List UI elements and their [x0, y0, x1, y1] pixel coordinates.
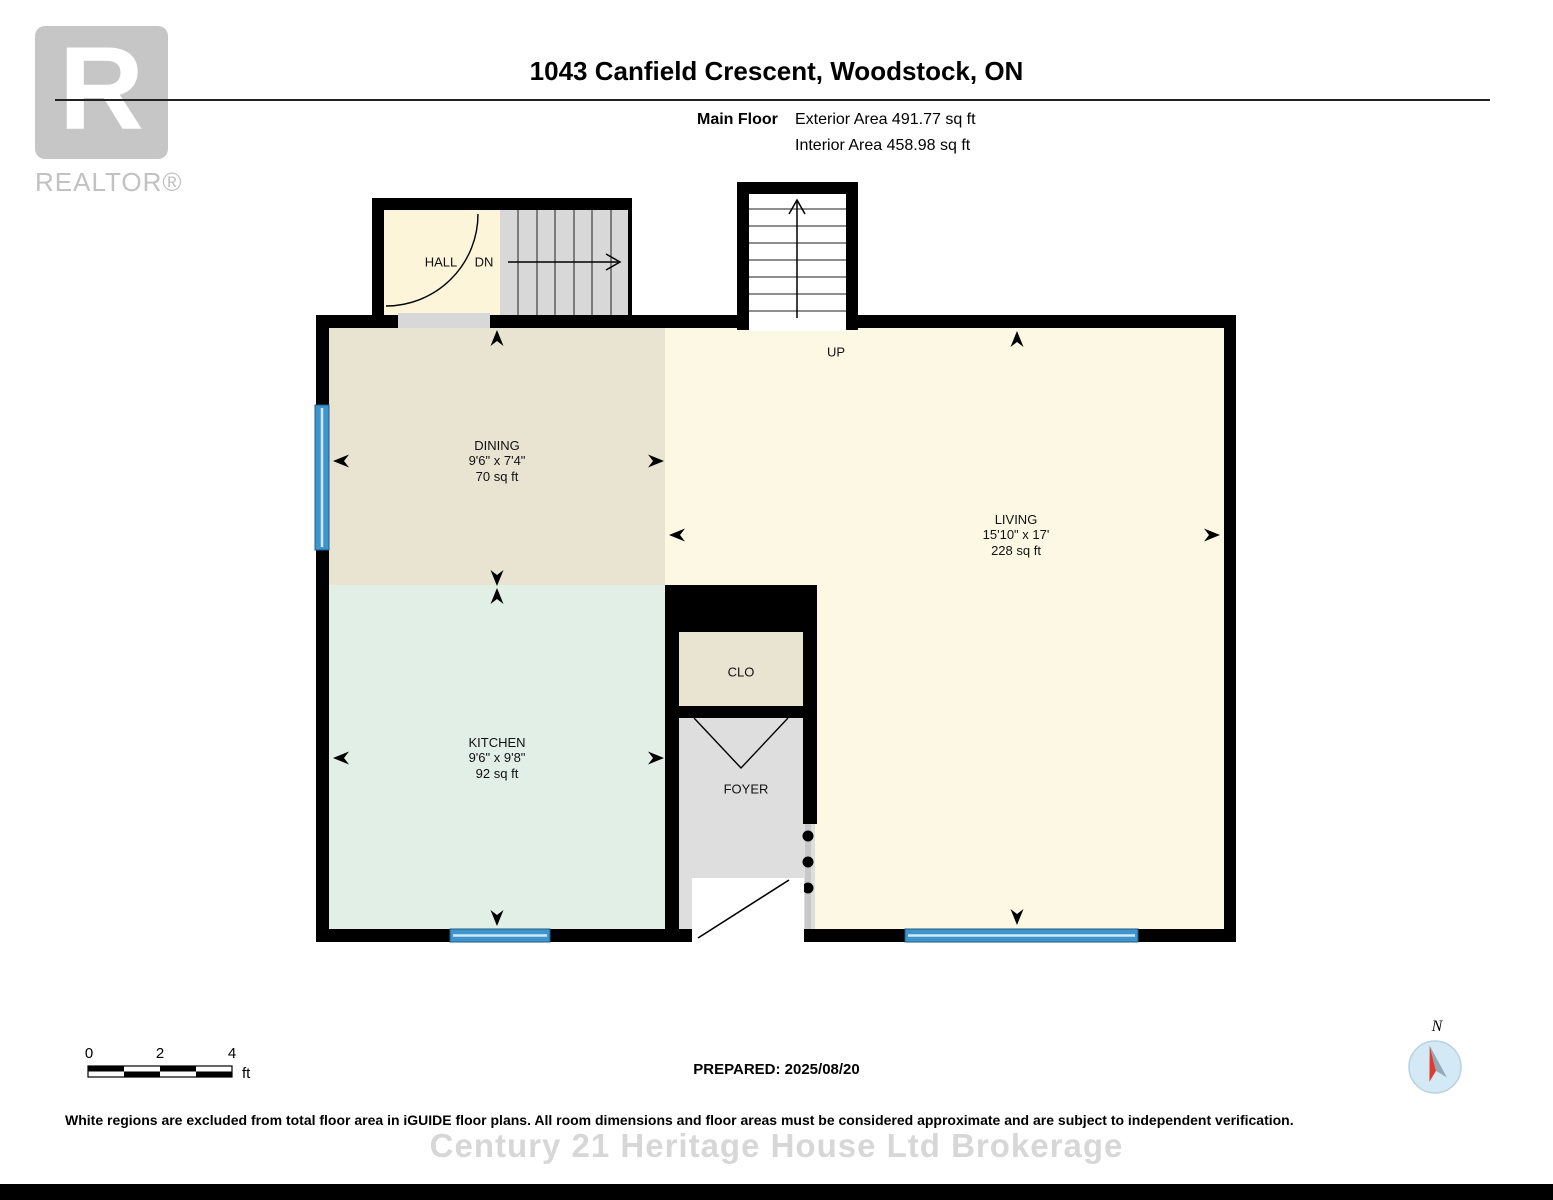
prepared-date: PREPARED: 2025/08/20 — [693, 1061, 860, 1078]
stairs-dn-arrow — [508, 253, 622, 271]
interior-area-text: Interior Area 458.98 sq ft — [795, 137, 971, 154]
dining-dims: 9'6" x 7'4" — [468, 453, 526, 469]
living-name: LIVING — [994, 512, 1038, 528]
arrow-kitchen-left — [333, 751, 349, 765]
dining-label: DINING 9'6" x 7'4" 70 sq ft — [469, 438, 526, 484]
kitchen-fill — [329, 585, 665, 929]
window-kitchen — [449, 928, 551, 943]
window-left — [314, 404, 330, 551]
living-dims: 15'10" x 17' — [982, 527, 1050, 543]
foyer-hinge-dots — [802, 830, 814, 894]
stairs-up-arrow — [788, 198, 806, 318]
kitchen-label: KITCHEN 9'6" x 9'8" 92 sq ft — [468, 735, 525, 781]
bottom-bar — [0, 1184, 1553, 1200]
floor-name-label: Main Floor — [697, 111, 778, 128]
closet-foyer-block — [665, 585, 817, 929]
window-living — [904, 928, 1139, 943]
dining-room-fill — [329, 328, 665, 585]
closet-label: CLO — [727, 664, 755, 680]
arrow-living-up — [1010, 331, 1024, 347]
dining-name: DINING — [474, 438, 520, 454]
stairs-dn-label: DN — [474, 254, 494, 270]
hall-label: HALL — [424, 254, 458, 270]
header-divider — [55, 99, 1490, 101]
scale-unit: ft — [242, 1065, 251, 1082]
arrow-living-right — [1204, 528, 1220, 542]
scale-tick-0: 0 — [85, 1045, 93, 1062]
stairs-up-label: UP — [826, 344, 846, 360]
scale-tick-2: 2 — [156, 1045, 164, 1062]
entry-door — [692, 878, 804, 942]
hall-fill — [384, 210, 500, 315]
living-area: 228 sq ft — [991, 542, 1041, 558]
arrow-dining-right — [648, 454, 664, 468]
dining-area: 70 sq ft — [475, 468, 519, 484]
foyer-label: FOYER — [723, 781, 769, 797]
kitchen-name: KITCHEN — [468, 735, 526, 751]
closet-bifold-door — [693, 717, 789, 770]
scale-tick-4: 4 — [228, 1045, 236, 1062]
compass-icon: N — [1408, 1018, 1462, 1094]
living-label: LIVING 15'10" x 17' 228 sq ft — [983, 512, 1050, 558]
arrow-dining-up — [490, 330, 504, 346]
hall-threshold — [398, 313, 490, 328]
arrow-kitchen-down — [490, 910, 504, 926]
dimension-arrows — [333, 330, 1220, 926]
arrow-kitchen-right — [648, 751, 664, 765]
arrow-dining-left — [333, 454, 349, 468]
arrow-dining-down — [490, 570, 504, 586]
hall-door-arc — [385, 213, 479, 307]
compass-n-label: N — [1431, 1018, 1444, 1035]
page-title: 1043 Canfield Crescent, Woodstock, ON — [529, 56, 1024, 86]
realtor-logo: R REALTOR® — [35, 26, 195, 198]
closet-fill — [679, 632, 803, 706]
realtor-logo-text: REALTOR® — [35, 167, 183, 197]
scale-bar: 0 2 4 ft — [85, 1045, 251, 1082]
kitchen-area: 92 sq ft — [475, 765, 519, 781]
arrow-kitchen-up — [490, 588, 504, 604]
disclaimer-text: White regions are excluded from total fl… — [65, 1112, 1294, 1128]
realtor-r-icon: R — [35, 26, 168, 159]
exterior-area-text: Exterior Area 491.77 sq ft — [795, 111, 976, 128]
brokerage-watermark: Century 21 Heritage House Ltd Brokerage — [429, 1127, 1124, 1164]
kitchen-dims: 9'6" x 9'8" — [468, 750, 526, 766]
arrow-living-down — [1010, 909, 1024, 925]
arrow-living-left — [669, 528, 685, 542]
hall-block — [372, 198, 632, 328]
